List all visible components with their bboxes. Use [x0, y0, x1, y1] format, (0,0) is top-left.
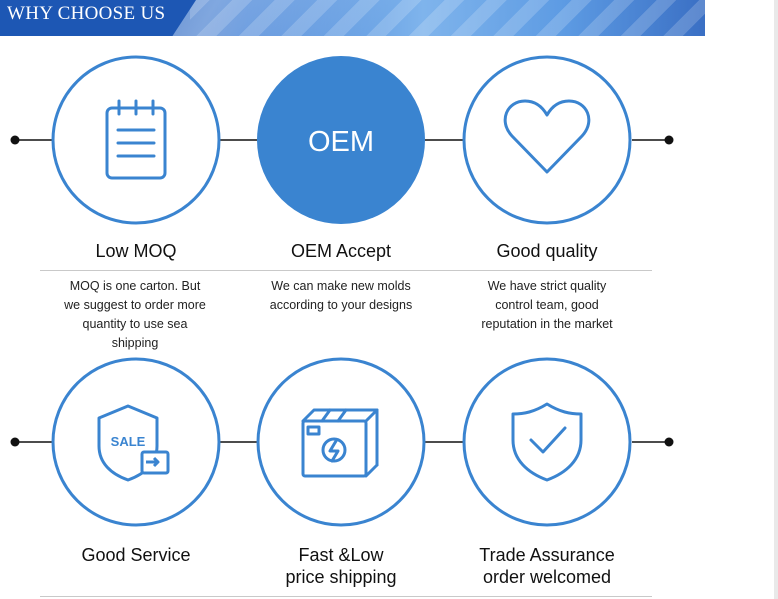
feature-circle-assurance	[462, 357, 632, 527]
desc-line: control team, good	[495, 298, 599, 312]
feature-title-service: Good Service	[81, 545, 191, 565]
header-title: WHY CHOOSE US	[7, 3, 166, 24]
feature-circle-service	[51, 357, 221, 527]
title-line: Fast &Low	[298, 545, 384, 565]
shipping-box-icon	[301, 408, 379, 478]
banner-pattern	[190, 0, 705, 36]
desc-line: MOQ is one carton. But	[69, 279, 201, 293]
heart-icon	[503, 99, 591, 174]
feature-title-assurance: Trade Assurance order welcomed	[437, 544, 657, 588]
feature-title-oem: OEM Accept	[290, 241, 392, 261]
title-line: order welcomed	[482, 567, 612, 587]
desc-line: shipping	[111, 336, 159, 350]
desc-line: We have strict quality	[487, 279, 607, 293]
feature-title-quality: Good quality	[496, 241, 598, 261]
feature-circle-moq	[51, 55, 221, 225]
oem-badge-text: OEM	[308, 126, 374, 158]
page-edge	[774, 0, 778, 599]
row2-divider	[40, 596, 652, 597]
desc-line: we suggest to order more	[64, 298, 206, 312]
feature-desc-oem: We can make new molds according to your …	[246, 277, 436, 315]
desc-line: according to your designs	[269, 298, 413, 312]
check-shield-icon	[511, 402, 583, 482]
title-line: Trade Assurance	[479, 545, 615, 565]
notepad-icon	[105, 99, 167, 180]
feature-desc-moq: MOQ is one carton. But we suggest to ord…	[40, 277, 230, 353]
row1-divider	[40, 270, 652, 271]
feature-circle-oem	[257, 56, 425, 224]
sale-shield-icon	[97, 404, 170, 482]
connector-dot-right-row2	[664, 437, 674, 447]
desc-line: reputation in the market	[481, 317, 613, 331]
feature-title-shipping: Fast &Low price shipping	[231, 544, 451, 588]
header-label: WHY CHOOSE US	[0, 0, 196, 36]
title-line: price shipping	[285, 567, 397, 587]
header-banner: WHY CHOOSE US	[0, 0, 705, 36]
feature-circle-quality	[462, 55, 632, 225]
feature-title-moq: Low MOQ	[95, 241, 177, 261]
feature-desc-quality: We have strict quality control team, goo…	[452, 277, 642, 334]
connector-dot-left	[10, 135, 20, 145]
connector-dot-left-row2	[10, 437, 20, 447]
desc-line: quantity to use sea	[82, 317, 188, 331]
sale-badge-text: SALE	[111, 434, 146, 449]
connector-dot-right	[664, 135, 674, 145]
desc-line: We can make new molds	[271, 279, 411, 293]
